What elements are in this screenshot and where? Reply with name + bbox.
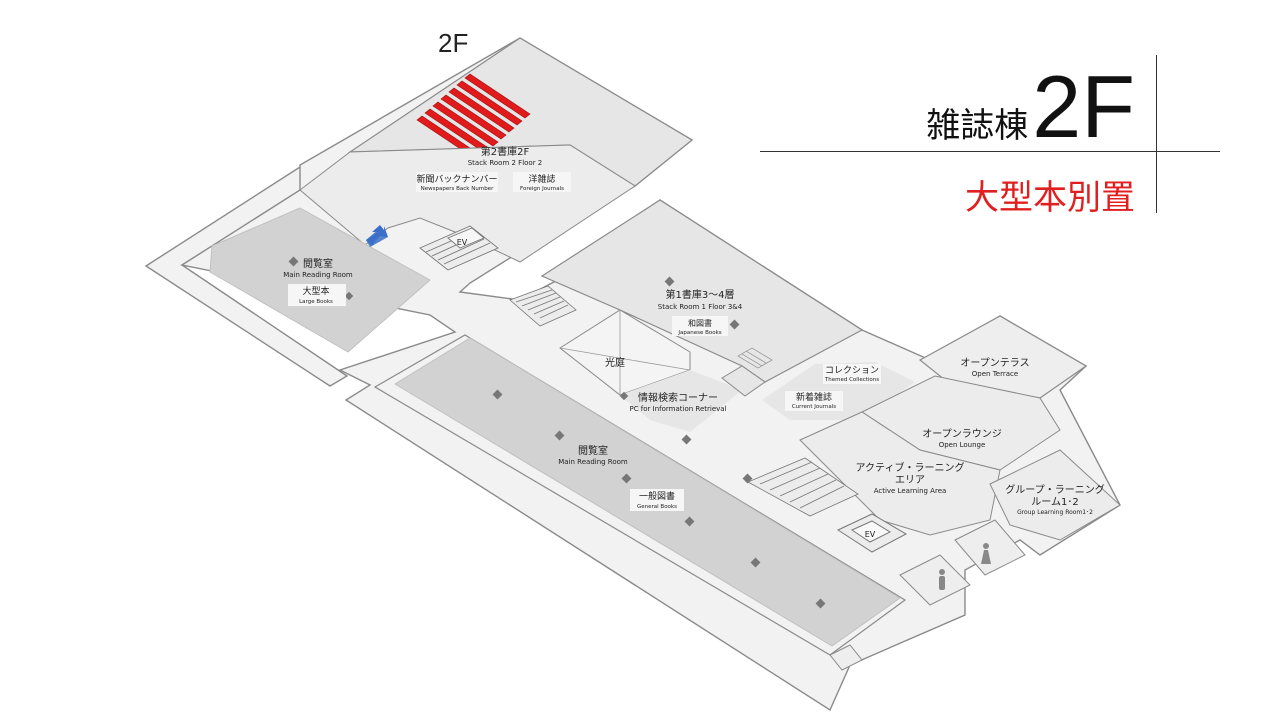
stack2-ja: 第2書庫2F: [481, 145, 530, 158]
restroom-2: [954, 519, 1026, 576]
terrace-en: Open Terrace: [972, 370, 1018, 378]
marker-reading-left: [288, 256, 299, 267]
marker-5: [750, 557, 761, 568]
terrace-ja: オープンテラス: [960, 357, 1029, 369]
lounge-ja: オープンラウンジ: [922, 428, 1001, 440]
info-en: PC for Information Retrieval: [629, 405, 726, 413]
reading-room-left-zone: [209, 207, 431, 353]
info-search-zone: [620, 370, 742, 432]
title-vertical-divider: [1156, 55, 1157, 213]
newspapers-ja: 新聞バックナンバー: [416, 173, 497, 185]
stairs-upper: [509, 285, 577, 327]
title-block: 雑誌棟2F 大型本別置: [760, 55, 1230, 218]
active-ja-1: アクティブ・ラーニング: [856, 461, 965, 474]
marker-6: [815, 598, 826, 609]
building-name: 雑誌棟: [926, 106, 1029, 146]
title-divider: [760, 151, 1220, 152]
stack1-ja: 第1書庫3～4層: [665, 288, 734, 301]
marker-4: [684, 516, 695, 527]
info-ja: 情報検索コーナー: [638, 391, 718, 404]
marker-japanese: [729, 319, 740, 330]
foreign-en: Foreign Journals: [520, 186, 564, 192]
japanese-en: Japanese Books: [677, 330, 721, 336]
collection-ja: コレクション: [825, 365, 879, 376]
floor-tag: 2F: [438, 28, 469, 58]
marker-info: [619, 391, 629, 401]
ev-upper: [419, 225, 499, 271]
markers: [288, 256, 826, 609]
entrance-arrow-icon: [366, 225, 388, 247]
courtyard-label: 光庭: [605, 356, 625, 369]
marker-3: [621, 473, 632, 484]
foreign-ja: 洋雑誌: [528, 173, 555, 185]
stack1-en: Stack Room 1 Floor 3&4: [658, 303, 743, 311]
stack2-en: Stack Room 2 Floor 2: [468, 159, 543, 167]
reading-left-en: Main Reading Room: [283, 271, 353, 279]
stack-room-1-grid: [737, 347, 773, 369]
marker-2: [554, 430, 565, 441]
active-en: Active Learning Area: [874, 487, 947, 495]
building-title: 雑誌棟2F: [926, 63, 1135, 170]
marker-stack1: [664, 276, 675, 287]
marker-large-books: [344, 291, 354, 301]
large-books-shelves: [416, 73, 531, 161]
reading-main-ja: 閲覧室: [578, 444, 608, 457]
japanese-ja: 和図書: [688, 318, 712, 328]
large-books-en: Large Books: [299, 299, 333, 305]
lounge-en: Open Lounge: [939, 441, 986, 449]
marker-7: [681, 434, 692, 445]
courtyard: [559, 309, 691, 396]
restroom-1: [899, 554, 971, 606]
group-ja-2: ルーム1･2: [1031, 496, 1078, 508]
corner-box: [829, 644, 863, 671]
info-kiosk: [721, 365, 766, 397]
ev-lower-label: EV: [865, 530, 876, 539]
ev-lower: [836, 513, 908, 553]
current-en: Current Journals: [792, 404, 836, 410]
current-ja: 新着雑誌: [796, 391, 832, 403]
group-ja-1: グループ・ラーニング: [1005, 483, 1104, 496]
general-en: General Books: [637, 504, 677, 510]
large-books-note: 大型本別置: [965, 178, 1135, 218]
reading-left-ja: 閲覧室: [303, 257, 333, 270]
group-learning-room: [989, 449, 1121, 541]
building-floor: 2F: [1032, 57, 1135, 156]
active-ja-2: エリア: [895, 475, 925, 486]
group-en: Group Learning Room1･2: [1017, 509, 1093, 516]
label-backgrounds: [288, 172, 881, 511]
stairs-lower: [747, 457, 859, 517]
large-books-ja: 大型本: [302, 285, 329, 297]
person-icon: [939, 543, 991, 590]
marker-8: [742, 473, 753, 484]
collection-en: Themed Collections: [824, 377, 879, 383]
newspapers-en: Newspapers Back Number: [421, 186, 494, 192]
reading-main-en: Main Reading Room: [558, 458, 628, 466]
general-ja: 一般図書: [639, 490, 675, 502]
ev-upper-label: EV: [457, 238, 468, 247]
marker-1: [492, 389, 503, 400]
